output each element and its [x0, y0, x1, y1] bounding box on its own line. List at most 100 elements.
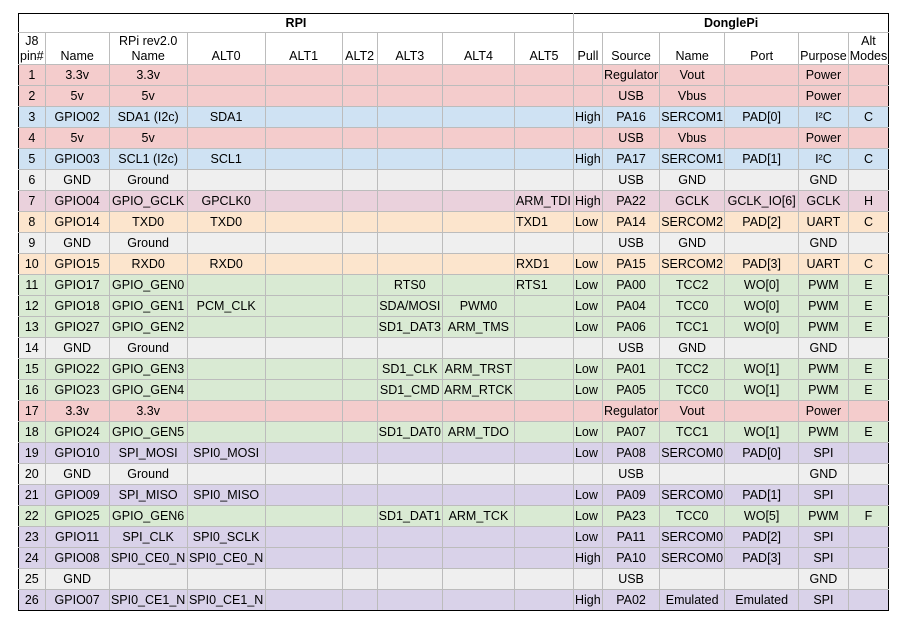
dongle-name-cell: GND	[659, 337, 726, 359]
alt1-cell	[264, 211, 343, 233]
source-cell: USB	[601, 169, 661, 191]
purpose-cell: UART	[798, 253, 849, 275]
alt1-cell	[264, 358, 343, 380]
pin-cell: 26	[18, 589, 46, 611]
alt5-cell	[513, 337, 574, 359]
pull-cell: Low	[572, 379, 603, 401]
pull-cell	[572, 568, 603, 590]
alt0-cell: SDA1	[186, 106, 266, 128]
header-alt2: ALT2	[341, 32, 378, 65]
alt3-cell: SD1_DAT3	[376, 316, 443, 338]
alt0-cell	[186, 232, 266, 254]
alt-modes-cell	[847, 169, 890, 191]
alt1-cell	[264, 505, 343, 527]
name-cell: GPIO04	[44, 190, 110, 212]
alt2-cell	[341, 379, 378, 401]
port-cell: PAD[1]	[724, 148, 800, 170]
purpose-cell: PWM	[798, 379, 849, 401]
port-cell: PAD[1]	[724, 484, 800, 506]
port-cell	[724, 337, 800, 359]
dongle-name-cell: TCC1	[659, 316, 726, 338]
dongle-name-cell: TCC1	[659, 421, 726, 443]
source-cell: PA17	[601, 148, 661, 170]
alt1-cell	[264, 379, 343, 401]
alt4-cell	[441, 211, 515, 233]
rev-name-cell: SPI0_CE1_N	[108, 589, 188, 611]
dongle-name-cell: SERCOM1	[659, 106, 726, 128]
name-cell: GPIO24	[44, 421, 110, 443]
alt5-cell	[513, 442, 574, 464]
name-cell: GPIO23	[44, 379, 110, 401]
alt5-cell	[513, 232, 574, 254]
purpose-cell: Power	[798, 85, 849, 107]
pull-cell: Low	[572, 505, 603, 527]
source-cell: PA06	[601, 316, 661, 338]
alt4-cell	[441, 589, 515, 611]
alt4-cell	[441, 337, 515, 359]
port-cell: WO[0]	[724, 274, 800, 296]
alt5-cell	[513, 295, 574, 317]
alt4-cell: ARM_TRST	[441, 358, 515, 380]
alt0-cell: SPI0_MOSI	[186, 442, 266, 464]
alt3-cell	[376, 463, 443, 485]
rev-name-cell: SCL1 (I2c)	[108, 148, 188, 170]
purpose-cell: I²C	[798, 106, 849, 128]
pull-cell: Low	[572, 211, 603, 233]
alt2-cell	[341, 337, 378, 359]
pull-cell	[572, 127, 603, 149]
port-cell	[724, 64, 800, 86]
pull-cell: High	[572, 148, 603, 170]
dongle-name-cell: GND	[659, 232, 726, 254]
name-cell: GPIO22	[44, 358, 110, 380]
alt2-cell	[341, 568, 378, 590]
source-cell: USB	[601, 127, 661, 149]
dongle-name-cell: SERCOM2	[659, 211, 726, 233]
rev-name-cell: GPIO_GEN3	[108, 358, 188, 380]
alt4-cell	[441, 442, 515, 464]
port-cell: PAD[3]	[724, 547, 800, 569]
purpose-cell: PWM	[798, 421, 849, 443]
alt2-cell	[341, 526, 378, 548]
rev-name-cell: 3.3v	[108, 64, 188, 86]
alt5-cell: RTS1	[513, 274, 574, 296]
port-cell	[724, 127, 800, 149]
alt-modes-cell	[847, 232, 890, 254]
alt-modes-cell	[847, 127, 890, 149]
alt2-cell	[341, 463, 378, 485]
alt-modes-cell	[847, 400, 890, 422]
alt3-cell: SDA/MOSI	[376, 295, 443, 317]
pin-cell: 14	[18, 337, 46, 359]
alt3-cell	[376, 589, 443, 611]
source-cell: PA05	[601, 379, 661, 401]
alt3-cell	[376, 85, 443, 107]
alt1-cell	[264, 190, 343, 212]
rev-name-cell: SPI_CLK	[108, 526, 188, 548]
rev-name-cell: Ground	[108, 337, 188, 359]
pin-cell: 10	[18, 253, 46, 275]
alt3-cell	[376, 190, 443, 212]
dongle-name-cell: SERCOM0	[659, 484, 726, 506]
dongle-name-cell: TCC0	[659, 379, 726, 401]
alt2-cell	[341, 106, 378, 128]
alt-modes-cell	[847, 64, 890, 86]
alt2-cell	[341, 316, 378, 338]
source-cell: PA09	[601, 484, 661, 506]
port-cell: PAD[0]	[724, 442, 800, 464]
alt2-cell	[341, 589, 378, 611]
alt4-cell	[441, 127, 515, 149]
pin-cell: 5	[18, 148, 46, 170]
alt-modes-cell: C	[847, 106, 890, 128]
alt4-cell	[441, 190, 515, 212]
dongle-name-cell: GCLK	[659, 190, 726, 212]
alt1-cell	[264, 484, 343, 506]
pin-cell: 24	[18, 547, 46, 569]
alt5-cell	[513, 589, 574, 611]
alt4-cell	[441, 253, 515, 275]
